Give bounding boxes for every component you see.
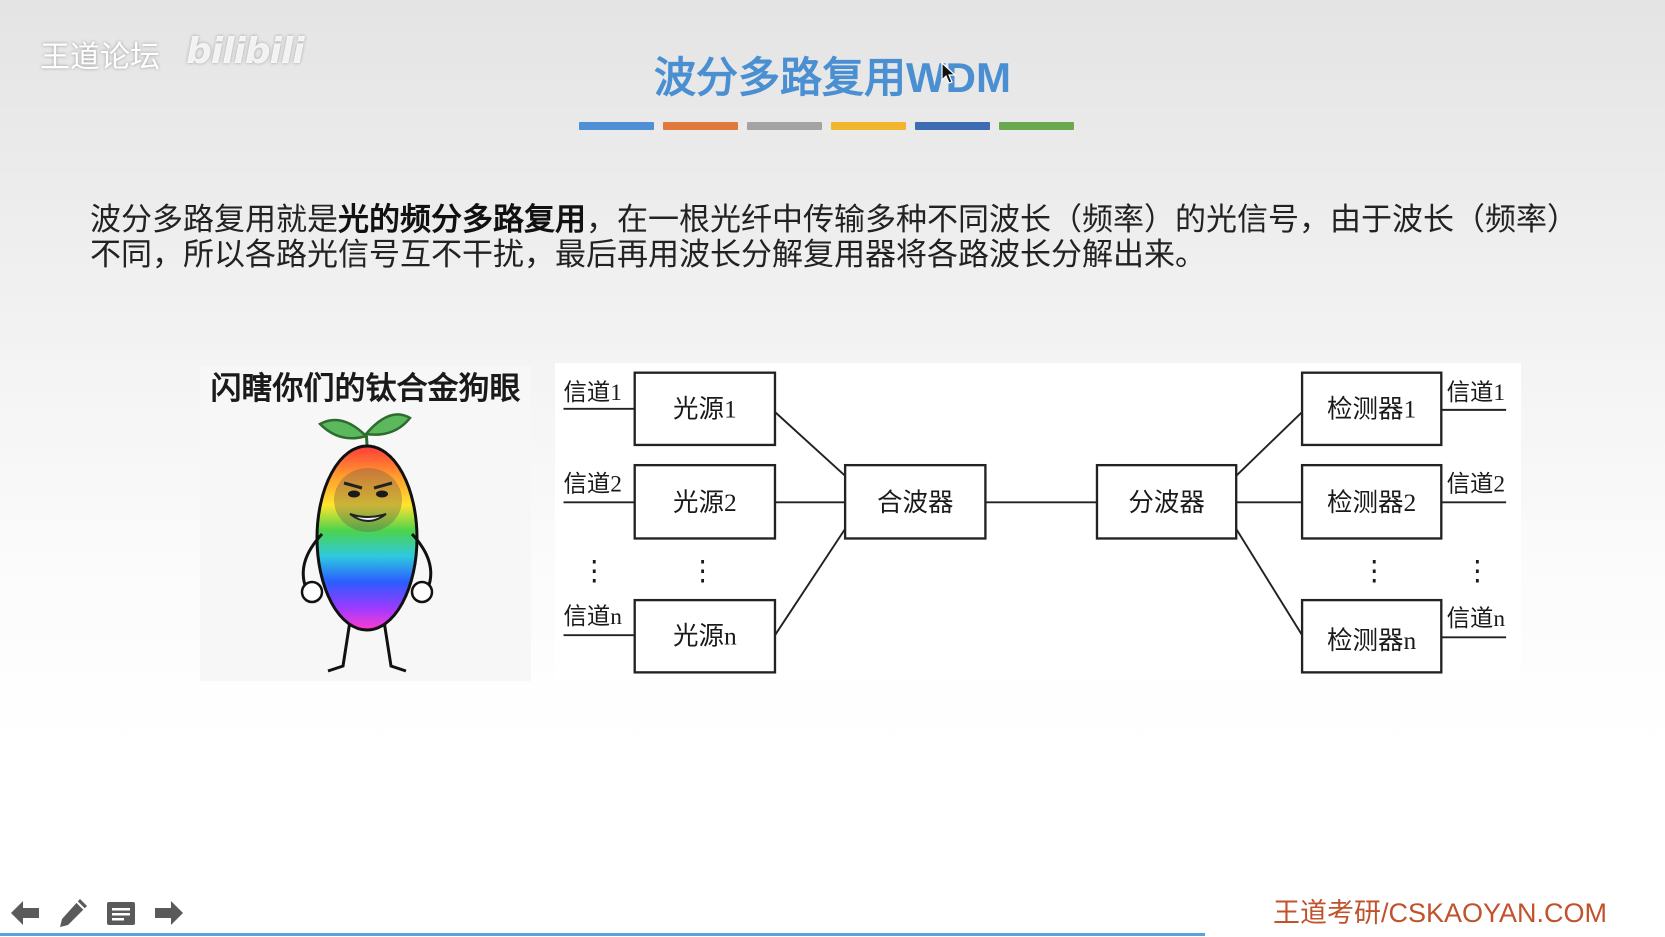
left-eye: [348, 490, 360, 498]
mouse-cursor-icon: [941, 62, 957, 84]
paragraph-text: ，在一根光纤中传输多种不同波长（频率）的光信号，由于波长（频率）: [586, 202, 1578, 238]
mouth: [349, 513, 387, 522]
rainbow-bean-figure: [300, 413, 434, 673]
light-source-box: [633, 371, 777, 447]
right-leaf: [363, 413, 412, 436]
output-channel-label: 信道n: [1447, 605, 1506, 632]
notes-icon: [107, 902, 135, 925]
ellipsis-mark: ⋮: [581, 555, 609, 586]
right-leg: [382, 620, 407, 673]
footer-brand: 王道考研/CSKAOYAN.COM: [1272, 898, 1607, 928]
light-source-label: 光源1: [673, 394, 737, 423]
ellipsis-mark: ⋮: [1361, 555, 1389, 586]
detector-label: 检测器n: [1327, 626, 1417, 655]
previous-slide-button[interactable]: [8, 896, 42, 930]
paragraph-line-1: 波分多路复用就是光的频分多路复用，在一根光纤中传输多种不同波长（频率）的光信号，…: [90, 203, 1578, 238]
pencil-icon: [60, 899, 87, 927]
left-leaf: [317, 418, 369, 440]
splitter-to-detector-line: [1235, 528, 1303, 636]
face: [334, 468, 402, 532]
wdm-diagram: 信道1 信道2 信道n 光源1 光源2 光源n ⋮ ⋮ 合波器 分波器 检测器1: [555, 363, 1521, 681]
output-channel-label: 信道2: [1447, 470, 1505, 497]
source-to-combiner-line: [774, 528, 846, 636]
left-eyebrow: [343, 481, 363, 490]
detector-label: 检测器2: [1327, 488, 1416, 517]
paragraph-text: 波分多路复用就是: [90, 202, 338, 238]
right-hand: [410, 580, 434, 604]
arrow-left-icon: [11, 901, 39, 925]
slide-progress-fill: [0, 933, 1206, 936]
light-source-label: 光源n: [673, 622, 737, 651]
accent-segment: [747, 122, 822, 130]
meme-caption: 闪瞎你们的钛合金狗眼: [210, 371, 521, 407]
detector-label: 检测器1: [1327, 394, 1416, 423]
output-channel-label: 信道1: [1447, 379, 1505, 406]
accent-segment: [831, 122, 906, 130]
light-source-label: 光源2: [673, 488, 737, 517]
accent-segment: [663, 122, 738, 130]
source-to-combiner-line: [774, 411, 846, 477]
accent-segment: [915, 122, 990, 130]
bilibili-logo: bilibili: [186, 31, 305, 72]
detector-box: [1300, 598, 1443, 674]
slide-controls: [6, 896, 196, 930]
detector-box: [1300, 371, 1443, 447]
combiner-box: [843, 463, 987, 540]
ellipsis-mark: ⋮: [1464, 555, 1492, 586]
title-accent-bar: [579, 122, 1074, 130]
accent-segment: [579, 122, 654, 130]
right-eye: [376, 490, 388, 498]
pen-tool-button[interactable]: [56, 896, 90, 930]
watermark-site-name: 王道论坛: [40, 40, 160, 75]
definition-paragraph: 波分多路复用就是光的频分多路复用，在一根光纤中传输多种不同波长（频率）的光信号，…: [90, 203, 1578, 273]
detector-box: [1300, 463, 1443, 540]
input-channel-label: 信道n: [564, 603, 623, 630]
input-channel-label: 信道2: [564, 470, 622, 497]
light-source-box: [633, 598, 777, 674]
ellipsis-mark: ⋮: [689, 555, 717, 586]
left-leg: [327, 620, 352, 673]
right-eyebrow: [373, 481, 393, 490]
notes-button[interactable]: [104, 896, 138, 930]
combiner-label: 合波器: [877, 488, 954, 517]
paragraph-line-2: 不同，所以各路光信号互不干扰，最后再用波长分解复用器将各路波长分解出来。: [90, 237, 1206, 273]
meme-image: 闪瞎你们的钛合金狗眼: [200, 366, 531, 681]
light-source-box: [633, 463, 777, 540]
arrow-right-icon: [155, 901, 183, 925]
paragraph-emphasis: 光的频分多路复用: [338, 202, 586, 238]
splitter-to-detector-line: [1235, 411, 1303, 477]
input-channel-label: 信道1: [564, 379, 622, 406]
slide-title: 波分多路复用WDM: [654, 54, 1011, 101]
next-slide-button[interactable]: [152, 896, 186, 930]
splitter-label: 分波器: [1128, 488, 1205, 517]
accent-segment: [999, 122, 1074, 130]
left-hand: [300, 580, 324, 604]
slide-progress-bar: [0, 933, 1665, 936]
